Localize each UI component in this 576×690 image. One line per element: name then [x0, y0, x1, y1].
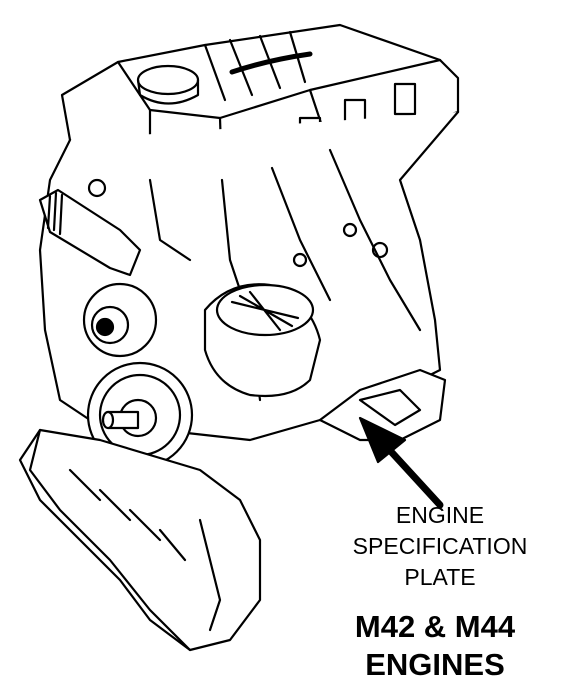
spec-plate-label-line2: SPECIFICATION [352, 533, 528, 559]
spec-plate-label-line1: ENGINE [395, 502, 485, 528]
engine-title-line1: M42 & M44 [354, 609, 516, 644]
oil-filter [203, 283, 322, 398]
spec-plate-label-line3: PLATE [404, 564, 476, 590]
coolant-hose [38, 188, 142, 277]
engine-block [38, 110, 460, 442]
engine-title: M42 & M44 ENGINES [330, 608, 540, 684]
oil-filler-cap [136, 64, 200, 105]
spec-plate-label: ENGINE SPECIFICATION PLATE [340, 500, 540, 593]
oil-pan [18, 428, 262, 652]
callout-arrow [358, 416, 444, 509]
engine-title-line2: ENGINES [365, 647, 505, 682]
water-pump [82, 282, 158, 358]
bellhousing-flange [318, 368, 447, 442]
